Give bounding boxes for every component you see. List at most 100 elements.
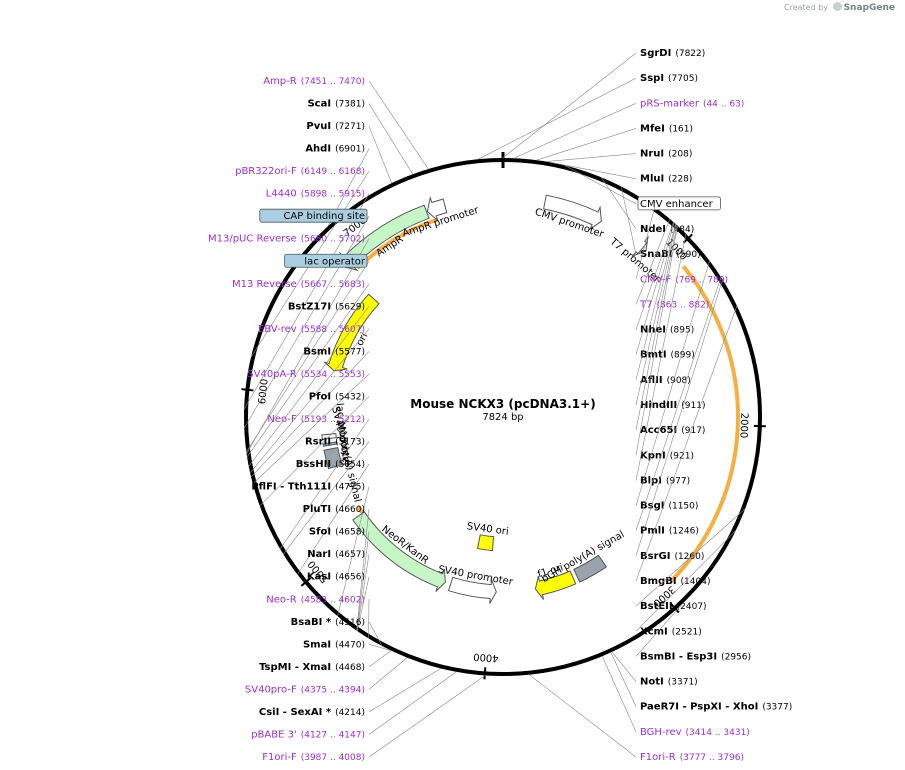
site-name: BsrGI	[640, 551, 670, 562]
site-position: (44 .. 63)	[703, 99, 744, 109]
site-name: BssHII	[296, 459, 331, 470]
site-label: BmgBI (1404)	[640, 576, 710, 587]
label-leader	[368, 657, 408, 690]
label-leader	[620, 186, 637, 255]
site-name: Neo-R	[266, 594, 297, 605]
site-label: L4440(5898 .. 5915)	[266, 189, 365, 200]
site-name: ScaI	[307, 99, 331, 110]
site-name: BmgBI	[640, 576, 677, 587]
site-position: (5534 .. 5553)	[301, 370, 365, 380]
site-name: NheI	[640, 325, 666, 336]
site-label: AhdI(6901)	[305, 144, 365, 155]
label-leader	[635, 222, 675, 355]
site-label: TspMI - XmaI(4468)	[259, 662, 365, 673]
feature-arrow	[631, 235, 649, 257]
site-name: PaeR7I - PspXI - XhoI	[640, 702, 758, 713]
site-position: (7822)	[675, 49, 705, 59]
site-position: (899)	[671, 351, 695, 361]
site-name: MluI	[640, 174, 664, 185]
site-name: KpnI	[640, 450, 666, 461]
label-leader	[564, 165, 637, 205]
site-label: Neo-R(4583 .. 4602)	[266, 594, 365, 605]
credit-brand: SnapGene	[843, 3, 895, 13]
site-label: pBABE 3'(4127 .. 4147)	[251, 729, 365, 740]
label-leader	[513, 103, 637, 159]
label-leader	[279, 418, 370, 550]
feature-arrow	[476, 534, 495, 552]
site-name: BsmI	[303, 346, 331, 357]
feature-arrow	[323, 293, 380, 372]
site-position: (3777 .. 3796)	[680, 753, 744, 763]
site-position: (4775)	[335, 483, 365, 493]
site-label: PluTI(4660)	[303, 504, 365, 515]
label-leader	[635, 206, 655, 280]
site-label: MluI(228)	[640, 174, 692, 185]
site-name: PfoI	[309, 391, 331, 402]
label-leader	[368, 671, 457, 735]
label-leader	[528, 674, 637, 758]
site-name: NruI	[640, 149, 664, 160]
site-position: (5173)	[335, 438, 365, 448]
label-leader	[635, 223, 676, 380]
label-leader	[246, 283, 370, 458]
feature-label: SV40 ori	[466, 521, 509, 538]
site-label: KasI (4656)	[307, 572, 365, 583]
label-leader	[635, 225, 678, 431]
label-leader	[635, 218, 671, 305]
label-leader	[297, 463, 370, 575]
site-name: CAP binding site	[283, 211, 365, 222]
site-name: Amp-R	[263, 76, 297, 87]
site-name: pBR322ori-F	[235, 166, 297, 177]
site-label: AflII(908)	[640, 375, 691, 386]
label-leader	[635, 221, 674, 330]
label-leader	[356, 554, 370, 632]
site-name: M13/pUC Reverse	[208, 234, 297, 245]
site-label: CAP binding site	[283, 211, 365, 222]
site-position: (917)	[681, 426, 705, 436]
site-position: (7381)	[335, 100, 365, 110]
site-position: (6149 .. 6168)	[301, 167, 365, 177]
site-position: (5193 .. 5212)	[301, 415, 365, 425]
feature-tag	[259, 208, 368, 223]
site-position: (2956)	[721, 652, 751, 662]
site-name: SmaI	[303, 639, 331, 650]
site-label: XcmI(2521)	[640, 626, 702, 637]
feature-arrow	[534, 570, 577, 600]
label-leader	[536, 128, 637, 161]
site-label: SspI(7705)	[640, 73, 698, 84]
feature-label: ori	[354, 331, 370, 348]
site-label: BGH-rev(3414 .. 3431)	[640, 727, 750, 738]
site-label: PfoI(5432)	[309, 391, 365, 402]
site-name: BGH-rev	[640, 727, 682, 738]
site-position: (3371)	[668, 678, 698, 688]
site-name: PluTI	[303, 504, 331, 515]
site-position: (1404)	[681, 577, 711, 587]
site-position: (4656)	[335, 573, 365, 583]
site-position: (911)	[681, 401, 705, 411]
site-label: RsrII(5173)	[305, 437, 365, 448]
label-leader	[635, 279, 723, 556]
site-name: KasI	[307, 572, 331, 583]
tick-mark	[682, 233, 693, 244]
label-leader	[635, 530, 737, 632]
site-label: CsiI - SexAI *(4214)	[259, 707, 365, 718]
site-name: BlpI	[640, 475, 662, 486]
site-name: BstZ17I	[288, 301, 331, 312]
backbone-ring	[244, 152, 762, 676]
feature-tag	[284, 253, 368, 268]
tick-label: 4000	[473, 651, 499, 664]
site-position: (7705)	[668, 74, 698, 84]
site-name: M13 Reverse	[232, 279, 297, 290]
site-label: KpnI(921)	[640, 450, 694, 461]
site-position: (5054)	[335, 460, 365, 470]
site-label: ScaI (7381)	[307, 99, 365, 110]
site-label: BsmI(5577)	[303, 346, 365, 357]
site-name: NarI	[307, 549, 331, 560]
site-name: SnaBI	[640, 249, 672, 260]
site-position: (7451 .. 7470)	[301, 77, 365, 87]
site-position: (161)	[669, 124, 693, 134]
label-leader	[368, 644, 391, 651]
label-leader	[259, 396, 370, 507]
site-label: Acc65I(917)	[640, 425, 705, 436]
site-label: M13 Reverse(5667 .. 5683)	[232, 279, 365, 290]
